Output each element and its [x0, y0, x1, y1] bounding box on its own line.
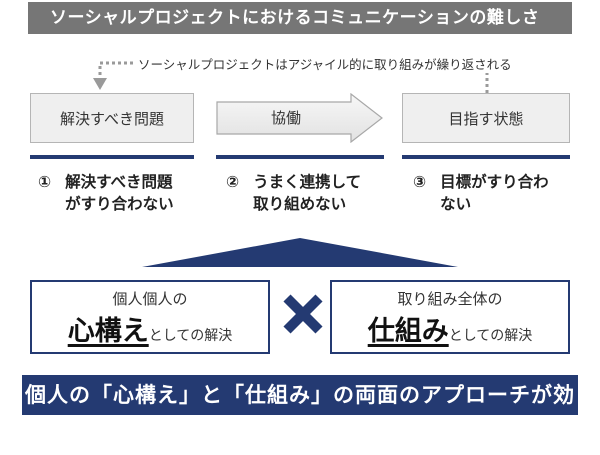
step-goal-label: 目指す状態: [448, 109, 524, 128]
step-problem-label: 解決すべき問題: [60, 109, 164, 128]
pillar-system-line1: 取り組み全体の: [397, 290, 503, 308]
issue-1: ① 解決すべき問題 がすり合わない: [38, 171, 174, 215]
step-collaboration-label: 協働: [270, 109, 301, 127]
issue-2-line2: 取り組めない: [253, 195, 347, 213]
pillar-mindset-line1: 個人個人の: [112, 290, 188, 308]
title-banner: ソーシャルプロジェクトにおけるコミュニケーションの難しさ: [28, 2, 572, 34]
step-underline-2: [216, 155, 384, 159]
step-collaboration-arrow: 協働: [216, 93, 384, 143]
convergence-triangle: [142, 238, 458, 267]
issue-1-number: ①: [38, 173, 52, 191]
issue-1-line2: がすり合わない: [65, 195, 174, 213]
step-problem-box: 解決すべき問題: [30, 93, 194, 143]
issue-3-number: ③: [413, 173, 427, 191]
issue-3-line2: ない: [440, 195, 472, 213]
feedback-loop-arrow: [93, 61, 489, 93]
issue-3-line1: 目標がすり合わ: [440, 173, 549, 191]
step-goal-box: 目指す状態: [402, 93, 570, 143]
issue-3: ③ 目標がすり合わ ない: [413, 171, 549, 215]
issue-1-line1: 解決すべき問題: [65, 173, 173, 191]
loop-label: ソーシャルプロジェクトはアジャイル的に取り組みが繰り返される: [134, 54, 516, 73]
arrow-shape-icon: [216, 93, 383, 143]
step-underline-3: [402, 155, 570, 159]
pillar-system-box: 取り組み全体の 仕組みとしての解決: [330, 280, 570, 354]
issue-2-line1: うまく連携して: [253, 173, 362, 191]
pillar-mindset-keyword: 心構え: [67, 316, 149, 347]
issue-2: ② うまく連携して 取り組めない: [226, 171, 361, 215]
times-icon: [283, 294, 323, 334]
pillar-mindset-box: 個人個人の 心構えとしての解決: [30, 280, 270, 354]
pillar-system-suffix: としての解決: [448, 328, 533, 344]
step-underline-1: [30, 155, 194, 159]
pillar-system-keyword: 仕組み: [367, 316, 449, 347]
issue-2-number: ②: [226, 173, 240, 191]
pillar-mindset-suffix: としての解決: [148, 328, 233, 344]
conclusion-banner: 個人の「心構え」と「仕組み」の両面のアプローチが効果的: [22, 375, 578, 447]
